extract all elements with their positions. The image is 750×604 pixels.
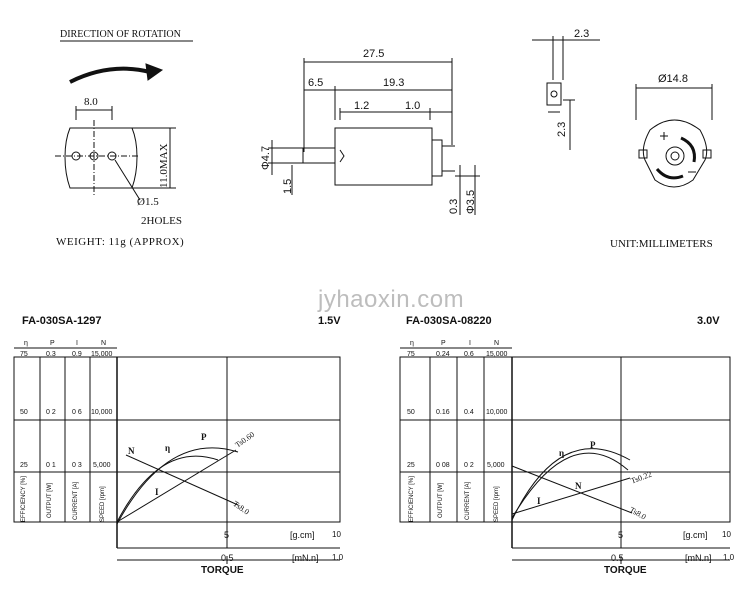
holes-label: 2HOLES: [141, 215, 182, 227]
chart2-unit-gcm: [g.cm]: [683, 530, 708, 540]
chart2-h-p: P: [441, 340, 446, 347]
dim-hole: Ø1.5: [137, 196, 159, 208]
dim-19-3: 19.3: [383, 77, 405, 89]
chart2-axis-output: OUTPUT [W]: [438, 482, 444, 518]
chart2-curve-p: P: [590, 440, 596, 450]
chart1-h-eta: η: [24, 340, 28, 347]
dim-1-2: 1.2: [354, 100, 370, 112]
chart1-unit-mnm: [mN.n]: [292, 553, 319, 563]
chart1-top-n: 15,000: [91, 351, 113, 358]
chart2-low-n: 5,000: [487, 462, 505, 469]
chart2-h-i: I: [469, 340, 471, 347]
chart1-low-i: 0 3: [72, 462, 82, 469]
chart1-curve-n: N: [128, 446, 135, 456]
chart1-max-mnm: 1.0: [332, 553, 344, 562]
chart1-low-eta: 25: [20, 462, 28, 469]
chart2-tick-gcm: 5: [618, 530, 624, 540]
chart1-voltage: 1.5V: [318, 315, 341, 327]
chart2-axis-efficiency: EFFICIENCY [%]: [409, 476, 415, 522]
chart1-mid-eta: 50: [20, 409, 28, 416]
chart1-h-i: I: [76, 340, 78, 347]
chart1-mid-i: 0 6: [72, 409, 82, 416]
chart2-h-n: N: [494, 340, 500, 347]
chart1-model: FA-030SA-1297: [22, 315, 102, 327]
unit-label: UNIT:MILLIMETERS: [610, 238, 713, 250]
chart1-low-p: 0 1: [46, 462, 56, 469]
chart2-torque: TORQUE: [604, 565, 647, 576]
direction-label: DIRECTION OF ROTATION: [60, 29, 181, 40]
dim-27-5: 27.5: [363, 48, 385, 60]
chart2-mid-eta: 50: [407, 409, 415, 416]
dim-6-5: 6.5: [308, 77, 324, 89]
chart2-model: FA-030SA-08220: [406, 315, 492, 327]
chart1-unit-gcm: [g.cm]: [290, 530, 315, 540]
chart2-max-mnm: 1.0: [723, 553, 735, 562]
chart1-mid-n: 10,000: [91, 409, 113, 416]
chart2-axis-current: CURRENT [A]: [465, 481, 471, 520]
dim-1-0: 1.0: [405, 100, 421, 112]
chart2-mid-n: 10,000: [486, 409, 508, 416]
dim-2-3-top: 2.3: [574, 28, 590, 40]
chart2-curve-i: I: [537, 496, 541, 506]
chart1-tick-mnm: 0.5: [221, 553, 234, 563]
dim-8: 8.0: [84, 96, 98, 108]
chart2-tick-mnm: 0.5: [611, 553, 624, 563]
chart1-curve-eta: η: [165, 443, 171, 453]
chart2-h-eta: η: [410, 340, 414, 347]
weight-label: WEIGHT: 11g (APPROX): [56, 236, 185, 248]
chart1-curve-i: I: [155, 487, 159, 497]
chart1-top-i: 0.9: [72, 351, 82, 358]
chart2-unit-mnm: [mN.n]: [685, 553, 712, 563]
chart2-curves: [511, 448, 633, 521]
chart1-mid-p: 0 2: [46, 409, 56, 416]
chart1-torque: TORQUE: [201, 565, 244, 576]
chart2-voltage: 3.0V: [697, 315, 720, 327]
dim-phi-14-8: Ø14.8: [658, 73, 688, 85]
chart2-max-gcm: 10: [722, 530, 731, 539]
chart2-low-eta: 25: [407, 462, 415, 469]
chart2-top-eta: 75: [407, 351, 415, 358]
chart1-curves: [116, 447, 239, 525]
watermark: jyhaoxin.com: [318, 286, 465, 313]
chart2-curve-eta: η: [559, 448, 565, 458]
chart2-axis-speed: SPEED [rpm]: [494, 486, 500, 522]
chart1-h-p: P: [50, 340, 55, 347]
chart1-top-eta: 75: [20, 351, 28, 358]
chart1-low-n: 5,000: [93, 462, 111, 469]
chart2-top-n: 15,000: [486, 351, 508, 358]
chart2-mid-i: 0.4: [464, 409, 474, 416]
chart2-curve-n: N: [575, 481, 582, 491]
chart1-top-p: 0.3: [46, 351, 56, 358]
chart2-low-p: 0 08: [436, 462, 450, 469]
chart2-top-i: 0.6: [464, 351, 474, 358]
chart1-tick-gcm: 5: [224, 530, 230, 540]
chart1-curve-p: P: [201, 432, 207, 442]
chart2-top-p: 0.24: [436, 351, 450, 358]
chart1-max-gcm: 10: [332, 530, 341, 539]
chart2-low-i: 0 2: [464, 462, 474, 469]
chart1-h-n: N: [101, 340, 107, 347]
chart2-mid-p: 0.16: [436, 409, 450, 416]
